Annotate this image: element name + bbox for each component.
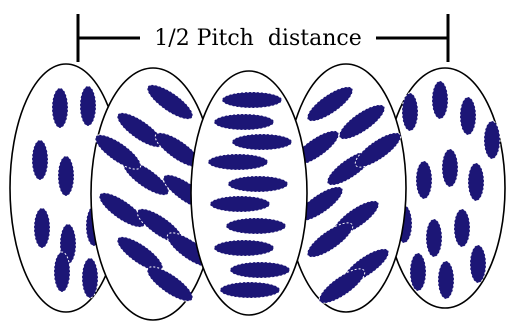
molecule	[80, 86, 96, 126]
pitch-label: 1/2 Pitch distance	[154, 26, 361, 51]
molecule	[226, 218, 286, 234]
molecule	[82, 258, 98, 298]
molecule	[214, 240, 274, 256]
pitch-dimension: 1/2 Pitch distance	[78, 14, 448, 62]
molecule	[232, 134, 292, 150]
molecule	[54, 252, 70, 292]
molecule	[402, 93, 418, 131]
molecule	[222, 92, 282, 108]
molecule	[220, 282, 280, 298]
molecule	[34, 208, 50, 248]
layer-horizontal-center	[191, 71, 307, 315]
molecule	[214, 114, 274, 130]
molecule	[58, 156, 74, 196]
molecule	[426, 219, 442, 257]
molecule	[228, 176, 288, 192]
molecule	[454, 209, 470, 247]
molecule	[410, 253, 426, 291]
molecule	[468, 163, 484, 201]
molecule	[230, 262, 290, 278]
molecule	[416, 161, 432, 199]
molecule	[438, 261, 454, 299]
molecule	[32, 140, 48, 180]
molecule	[460, 97, 476, 135]
molecule	[432, 81, 448, 119]
molecule	[470, 245, 486, 283]
molecule	[52, 88, 68, 128]
molecule	[208, 154, 268, 170]
molecule	[210, 196, 270, 212]
molecule	[484, 121, 500, 159]
molecule	[442, 149, 458, 187]
